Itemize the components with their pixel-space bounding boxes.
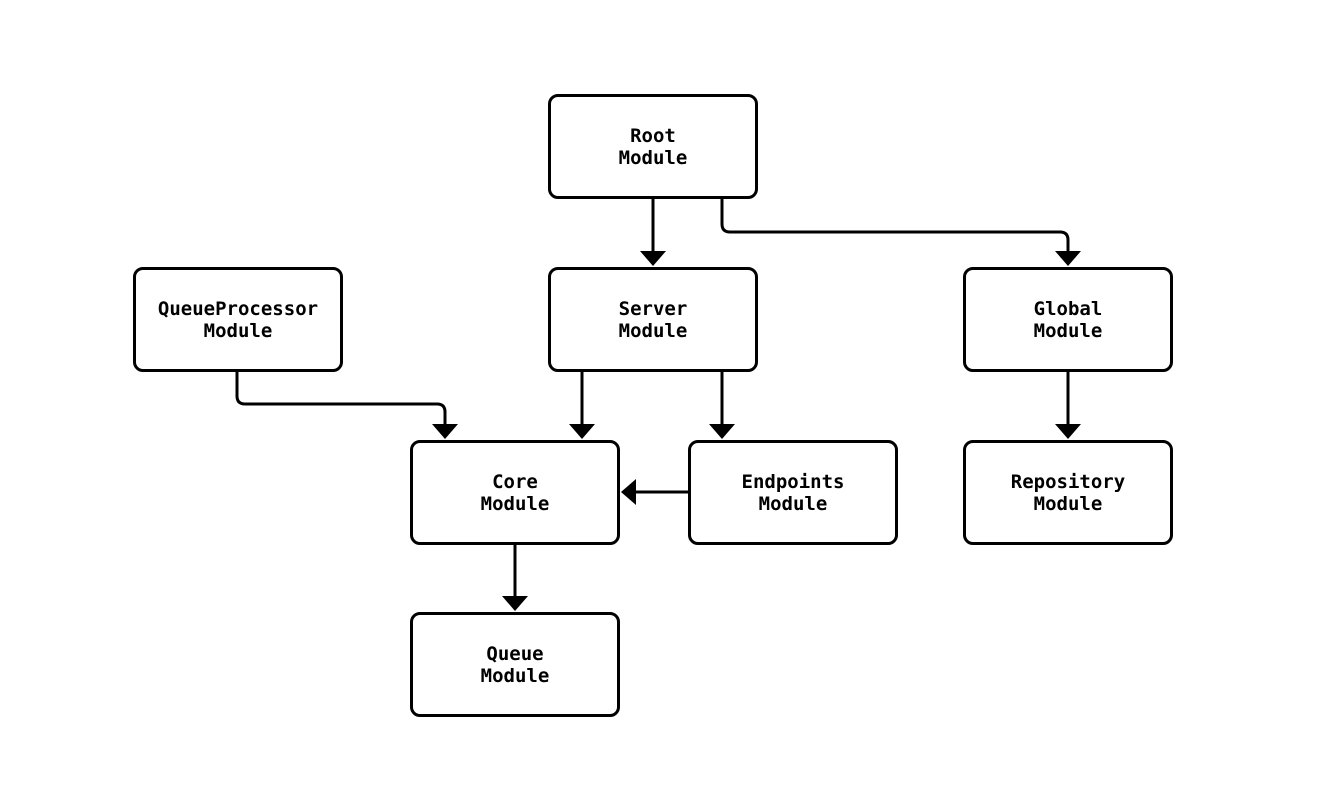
edge-root-to-server — [640, 199, 666, 266]
node-repository-module-label: Repository Module — [1010, 470, 1126, 515]
node-server-module-label: Server Module — [618, 297, 688, 342]
edge-queueprocessor-to-core — [235, 372, 458, 439]
node-global-module-label: Global Module — [1033, 297, 1103, 342]
edge-server-to-core — [569, 372, 595, 439]
node-endpoints-module: Endpoints Module — [688, 440, 898, 545]
node-server-module: Server Module — [548, 267, 758, 372]
edge-server-to-endpoints — [709, 372, 735, 439]
arrowhead-left-icon — [621, 479, 636, 505]
arrowhead-down-icon — [1055, 251, 1081, 266]
edge-core-to-queue — [502, 545, 528, 611]
node-core-module-label: Core Module — [480, 470, 550, 515]
arrowhead-down-icon — [709, 424, 735, 439]
arrowhead-down-icon — [1055, 424, 1081, 439]
node-queueprocessor-module: QueueProcessor Module — [133, 267, 343, 372]
node-endpoints-module-label: Endpoints Module — [741, 470, 845, 515]
arrowhead-down-icon — [640, 251, 666, 266]
arrowhead-down-icon — [569, 424, 595, 439]
edge-queueprocessor-to-core-line — [235, 372, 447, 426]
node-core-module: Core Module — [410, 440, 620, 545]
edge-root-to-global-line — [720, 199, 1070, 253]
edge-endpoints-to-core — [621, 479, 688, 505]
edge-root-to-global — [720, 199, 1081, 266]
arrowhead-down-icon — [432, 424, 458, 439]
node-repository-module: Repository Module — [963, 440, 1173, 545]
edge-global-to-repository — [1055, 372, 1081, 439]
node-root-module: Root Module — [548, 94, 758, 199]
arrowhead-down-icon — [502, 596, 528, 611]
node-queueprocessor-module-label: QueueProcessor Module — [157, 297, 319, 342]
node-queue-module-label: Queue Module — [480, 642, 550, 687]
node-root-module-label: Root Module — [618, 124, 688, 169]
node-global-module: Global Module — [963, 267, 1173, 372]
node-queue-module: Queue Module — [410, 612, 620, 717]
